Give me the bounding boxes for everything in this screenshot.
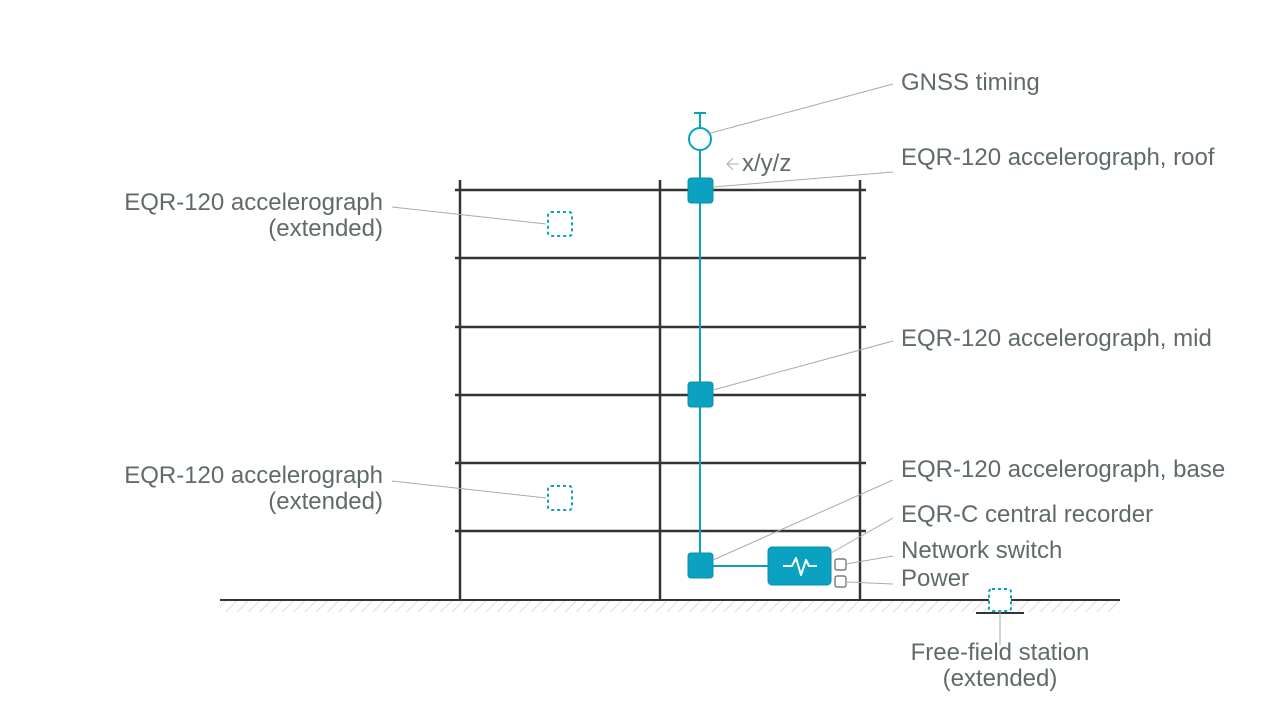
gnss-timing-label: GNSS timing — [901, 69, 1040, 96]
accelerograph-base — [687, 552, 714, 579]
free-field-line-1: Free-field station — [910, 639, 1090, 666]
central-recorder-label: EQR-C central recorder — [901, 501, 1154, 528]
leader-lines — [391, 83, 1001, 645]
power-port — [834, 575, 847, 588]
power-label: Power — [901, 565, 970, 592]
free-field-line-2: (extended) — [942, 665, 1058, 692]
free-field-station-label: Free-field station (extended) — [880, 640, 1120, 692]
building-frame — [455, 180, 866, 600]
extended-upper-line-2: (extended) — [268, 215, 383, 242]
extended-lower-line-1: EQR-120 accelerograph — [124, 462, 383, 489]
accelerograph-mid — [687, 381, 714, 408]
accelerograph-extended-lower — [547, 485, 573, 511]
gnss-antenna-icon — [688, 112, 712, 151]
ground — [220, 599, 1120, 612]
network-switch-port — [834, 558, 847, 571]
axis-label: x/y/z — [742, 150, 792, 177]
sensor-cabling — [699, 150, 770, 567]
mid-accelerograph-label: EQR-120 accelerograph, mid — [901, 325, 1212, 352]
extended-lower-line-2: (extended) — [268, 488, 383, 515]
waveform-icon — [783, 557, 817, 576]
network-switch-label: Network switch — [901, 537, 1063, 564]
accelerograph-roof — [687, 177, 714, 204]
extended-upper-line-1: EQR-120 accelerograph — [124, 189, 383, 216]
extended-accelerograph-upper-label: EQR-120 accelerograph (extended) — [124, 190, 383, 242]
accelerograph-extended-upper — [547, 211, 573, 237]
extended-accelerograph-lower-label: EQR-120 accelerograph (extended) — [124, 463, 383, 515]
ground-hatch — [220, 601, 1120, 612]
central-recorder — [767, 546, 832, 586]
free-field-station — [988, 588, 1012, 612]
roof-accelerograph-label: EQR-120 accelerograph, roof — [901, 144, 1215, 171]
base-accelerograph-label: EQR-120 accelerograph, base — [901, 456, 1226, 483]
